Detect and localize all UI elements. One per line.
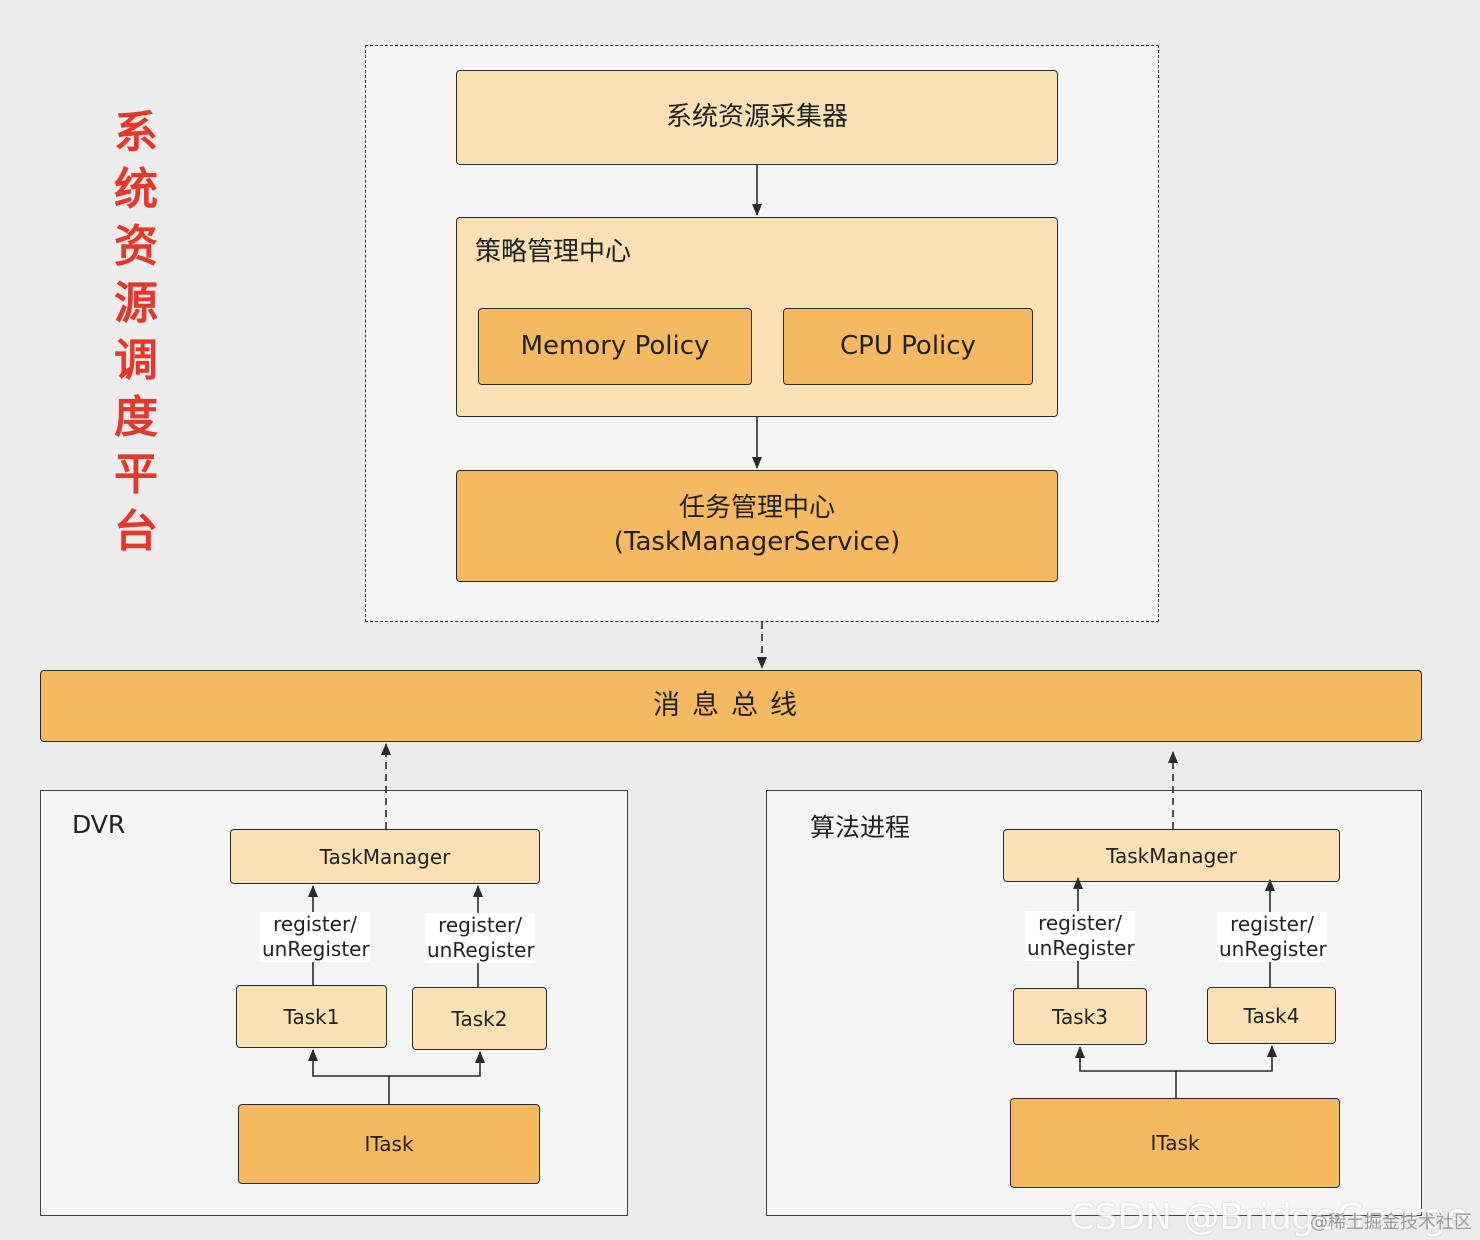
dvr-task1-box: Task1 (236, 985, 387, 1048)
policy-center-label: 策略管理中心 (475, 237, 632, 267)
cpu-policy-label: CPU Policy (840, 330, 976, 361)
title-char: 资 (114, 221, 158, 272)
dvr-task2-label: Task2 (451, 1006, 508, 1031)
algo-task-manager-box: TaskManager (1003, 829, 1340, 882)
algo-title: 算法进程 (810, 813, 911, 842)
resource-collector-box: 系统资源采集器 (456, 70, 1058, 165)
memory-policy-box: Memory Policy (478, 308, 752, 385)
task-manager-service-box: 任务管理中心 (TaskManagerService) (456, 470, 1058, 582)
algo-task4-label: Task4 (1243, 1003, 1300, 1028)
title-char: 系 (114, 107, 158, 158)
dvr-itask-label: ITask (364, 1132, 414, 1156)
algo-task3-label: Task3 (1052, 1004, 1108, 1029)
title-char: 平 (114, 449, 158, 500)
algo-task4-box: Task4 (1207, 987, 1336, 1044)
title-char: 调 (114, 335, 158, 386)
cpu-policy-box: CPU Policy (783, 308, 1033, 385)
message-bus-label: 消息总线 (653, 690, 809, 722)
title-char: 台 (114, 506, 158, 557)
csdn-watermark: CSDN @BridgeGeorge (1069, 1197, 1468, 1238)
title-char: 度 (114, 392, 158, 443)
algo-task3-box: Task3 (1013, 988, 1147, 1045)
algo-register-left-label: register/ unRegister (1025, 911, 1135, 961)
dvr-register-right-label: register/ unRegister (425, 913, 535, 963)
dvr-register-left-label: register/ unRegister (260, 912, 370, 962)
task-center-service-label: (TaskManagerService) (613, 527, 901, 557)
dvr-task-manager-box: TaskManager (230, 829, 540, 884)
itask-fork-dvr-right (389, 1051, 485, 1077)
memory-policy-label: Memory Policy (520, 330, 710, 361)
title-char: 统 (114, 164, 158, 215)
juejin-watermark: @稀土掘金技术社区 (1310, 1212, 1472, 1233)
dvr-itask-box: ITask (238, 1104, 540, 1184)
algo-task-manager-label: TaskManager (1106, 843, 1237, 868)
itask-fork-dvr (308, 1049, 390, 1104)
dvr-task1-label: Task1 (283, 1004, 340, 1029)
resource-collector-label: 系统资源采集器 (665, 101, 848, 132)
message-bus: 消息总线 (40, 670, 1422, 742)
algo-itask-box: ITask (1010, 1098, 1340, 1188)
dvr-title: DVR (72, 810, 126, 839)
dvr-task2-box: Task2 (412, 987, 547, 1050)
title-char: 源 (114, 278, 158, 329)
platform-title: 系 统 资 源 调 度 平 台 (108, 104, 164, 560)
algo-register-right-label: register/ unRegister (1217, 912, 1327, 962)
itask-fork-algo-right (1176, 1045, 1277, 1072)
itask-fork-algo (1075, 1046, 1177, 1098)
algo-itask-label: ITask (1150, 1131, 1200, 1155)
dvr-task-manager-label: TaskManager (319, 844, 451, 869)
task-center-label: 任务管理中心 (678, 493, 835, 524)
